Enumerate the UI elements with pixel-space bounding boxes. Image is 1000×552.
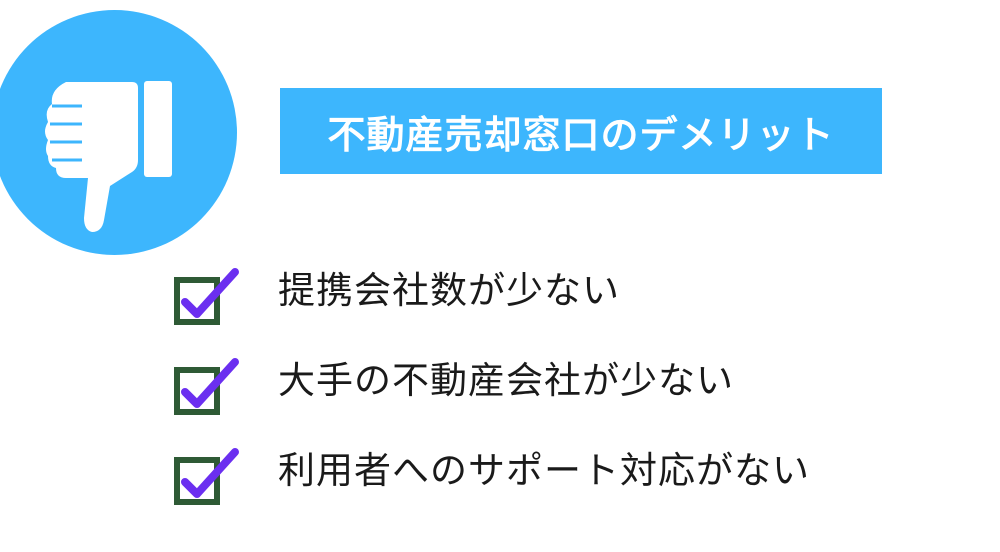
page-title: 不動産売却窓口のデメリット xyxy=(327,112,835,157)
demerit-item: 提携会社数が少ない xyxy=(168,250,868,325)
demerit-item: 大手の不動産会社が少ない xyxy=(168,340,868,415)
title-banner: 不動産売却窓口のデメリット xyxy=(280,88,882,174)
checked-box-icon xyxy=(174,448,239,505)
demerit-label: 提携会社数が少ない xyxy=(278,269,620,312)
checked-box-icon xyxy=(174,358,239,415)
demerit-label: 大手の不動産会社が少ない xyxy=(278,359,734,402)
demerit-item: 利用者へのサポート対応がない xyxy=(168,430,868,505)
thumbs-down-icon xyxy=(45,81,172,232)
thumbs-down-badge xyxy=(0,10,237,255)
demerit-label: 利用者へのサポート対応がない xyxy=(278,449,810,492)
checked-box-icon xyxy=(174,268,239,325)
